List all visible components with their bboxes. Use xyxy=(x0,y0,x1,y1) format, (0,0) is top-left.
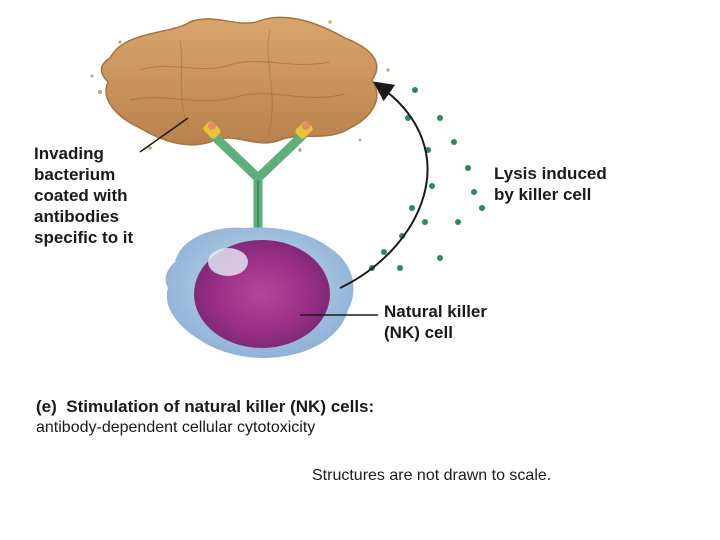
caption-prefix: (e) xyxy=(36,397,57,416)
caption-title: Stimulation of natural killer (NK) cells… xyxy=(66,397,375,416)
lysis-label-line: by killer cell xyxy=(494,185,592,204)
scale-note: Structures are not drawn to scale. xyxy=(312,467,552,484)
nk-cell xyxy=(165,227,354,359)
bacterium-label: Invading bacterium coated with antibodie… xyxy=(34,143,133,248)
nk-cell-label: Natural killer (NK) cell xyxy=(384,301,487,343)
bacterium-label-line: bacterium xyxy=(34,165,116,184)
granules xyxy=(369,87,485,271)
figure-caption-subtitle: antibody-dependent cellular cytotoxicity xyxy=(36,419,316,436)
bacterium-label-line: specific to it xyxy=(34,228,134,247)
nk-cell-label-line: (NK) cell xyxy=(384,323,453,342)
figure-caption-title: (e) Stimulation of natural killer (NK) c… xyxy=(36,397,374,417)
bacterium xyxy=(90,16,390,152)
nk-cell-label-line: Natural killer xyxy=(384,302,487,321)
bacterium-label-line: antibodies xyxy=(34,207,120,226)
bacterium-label-line: Invading xyxy=(34,144,104,163)
lysis-label-line: Lysis induced xyxy=(494,164,607,183)
lysis-label: Lysis induced by killer cell xyxy=(494,163,607,205)
bacterium-label-line: coated with xyxy=(34,186,128,205)
lysis-arrow xyxy=(339,81,429,289)
bacterium-leader-line xyxy=(139,117,189,153)
